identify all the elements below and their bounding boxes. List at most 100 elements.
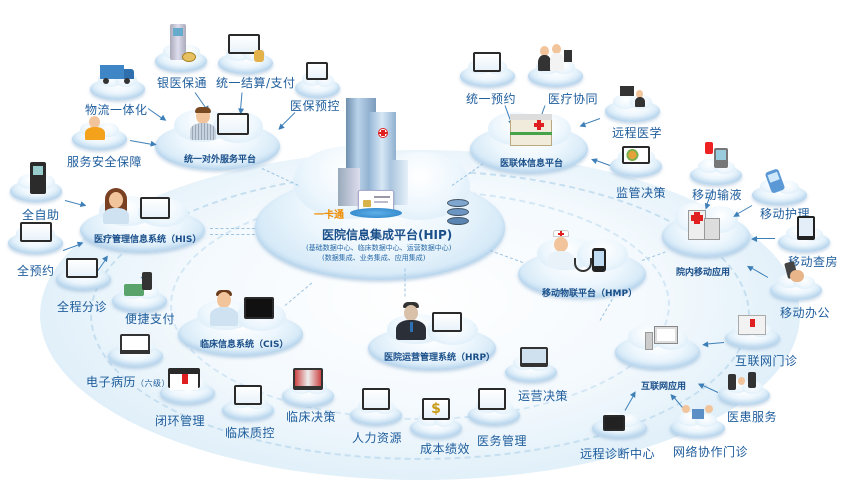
executive-icon: [396, 302, 426, 340]
settlement-cloud: [218, 45, 273, 74]
anatomy-monitor-icon: [244, 297, 274, 319]
arrow-tele-to-alliance: [581, 118, 601, 126]
coins-stack-icon: [254, 50, 264, 62]
kiosk-icon: [30, 162, 46, 194]
clinical-qc-label: 临床质控: [225, 426, 276, 440]
card-label: 一卡通: [314, 210, 344, 221]
atm-icon: [170, 24, 186, 60]
link-his-hip-2: [210, 234, 255, 235]
hrp-monitor-icon: [432, 312, 462, 332]
remote-diagnosis-label: 远程诊断中心: [580, 447, 656, 461]
infusion-pda-icon: [705, 142, 729, 172]
logistics-label: 物流一体化: [85, 103, 148, 117]
hmp-hub-label: 移动物联平台（HMP）: [542, 289, 638, 299]
smartphone-icon: [592, 248, 606, 272]
doctors-collab-icon: [538, 44, 572, 72]
insurance-control-label: 医保预控: [290, 99, 341, 113]
link-hrp-hip: [404, 268, 406, 297]
patient-avatar-icon: [190, 107, 216, 140]
pie-chart-monitor-icon: [622, 146, 650, 164]
hip-subtitle-line2: (数据集成、业务集成、应用集成): [322, 254, 426, 262]
hrp-hub-label: 医院运营管理系统（HRP）: [384, 353, 496, 363]
self-service-label: 全自助: [22, 208, 60, 222]
coin-icon: [182, 52, 196, 62]
hospital-building-icon: [338, 98, 408, 208]
service-security-label: 服务安全保障: [67, 155, 143, 169]
closed-loop-label: 闭环管理: [155, 414, 206, 428]
truck-icon: [100, 65, 136, 84]
human-resources-label: 人力资源: [352, 431, 403, 445]
arrow-selfservice-to-his: [64, 200, 85, 207]
alliance-hub-label: 医联体信息平台: [500, 159, 564, 169]
cis-hub-cloud: [178, 299, 303, 356]
hip-subtitle-line1: (基础数据中心、临床数据中心、运营数据中心): [306, 244, 452, 252]
cost-cloud: [410, 412, 462, 438]
phones-doctor-icon: [728, 372, 758, 394]
arrow-rounds-to-mobile: [753, 238, 775, 239]
unified-settlement-label: 统一结算/支付: [216, 76, 296, 90]
medical-affairs-monitor-icon: [478, 388, 506, 410]
clinic-building-icon: [510, 112, 552, 146]
internet-clinic-label: 互联网门诊: [735, 354, 798, 368]
male-doctor-icon: [210, 290, 238, 326]
bank-medical-label: 银医保通: [157, 76, 208, 90]
insurance-cloud: [295, 72, 340, 98]
tele-medicine-icon: [620, 86, 648, 108]
card-platter-icon: [350, 208, 402, 218]
arrow-security-to-external: [129, 140, 155, 146]
medical-collab-label: 医疗协同: [548, 92, 599, 106]
desktop-pc-icon: [645, 326, 679, 354]
qc-monitor-icon: [234, 385, 262, 405]
database-icon: [447, 199, 469, 227]
nurse-icon: [548, 230, 574, 268]
chart-monitor-icon: [228, 34, 260, 54]
arrow-settlement-to-external: [239, 92, 243, 113]
decision-laptop-icon: [293, 368, 323, 390]
supervision-decision-label: 监管决策: [616, 186, 667, 200]
tele-medicine-label: 远程医学: [612, 126, 663, 140]
external-hub-label: 统一对外服务平台: [184, 155, 257, 165]
triage-monitor-icon: [66, 258, 98, 278]
booking-screen-icon: [20, 222, 52, 242]
internet-hub-label: 互联网应用: [641, 382, 687, 392]
mobile-rounds-label: 移动查房: [788, 255, 839, 269]
stethoscope-icon: [574, 258, 592, 272]
insurance-monitor-icon: [306, 62, 328, 80]
medical-affairs-label: 医务管理: [477, 434, 528, 448]
laptop-icon: [120, 334, 150, 354]
his-hub-label: 医疗管理信息系统（HIS）: [94, 235, 202, 245]
link-his-hip: [210, 228, 255, 229]
arrow-logistics-to-external: [147, 108, 165, 121]
cost-performance-label: 成本绩效: [420, 442, 471, 456]
clinical-decision-label: 临床决策: [286, 410, 337, 424]
arrow-nursing-to-mobile: [734, 205, 753, 216]
hip-title: 医院信息集成平台(HIP): [322, 228, 453, 242]
unified-booking-label: 统一预约: [466, 92, 517, 106]
booking-monitor-icon: [473, 52, 501, 72]
tablet-icon: [797, 216, 815, 240]
dollar-monitor-icon: $: [422, 398, 450, 420]
monitor-icon: [217, 113, 249, 135]
hr-monitor-icon: [362, 388, 390, 410]
ops-laptop-icon: [520, 347, 548, 367]
ops-decision-label: 运营决策: [518, 389, 569, 403]
collab-team-icon: [680, 405, 714, 423]
ecg-monitor-icon: [603, 415, 625, 431]
card-phone-icon: [124, 272, 154, 298]
emr-text: 电子病历: [86, 375, 137, 389]
tele-medicine-cloud: [605, 93, 660, 122]
emr-label: 电子病历（六级）: [86, 373, 170, 390]
his-monitor-icon: [140, 197, 170, 219]
hand-phone-icon: [784, 260, 804, 284]
hrp-hub-cloud: [368, 313, 496, 370]
arrow-insurance-to-external: [279, 112, 296, 129]
patient-service-label: 医患服务: [727, 410, 778, 424]
quick-pay-label: 便捷支付: [125, 312, 176, 326]
security-staff-icon: [85, 116, 105, 140]
network-clinic-label: 网络协作门诊: [673, 445, 749, 459]
arrow-supervision-to-alliance: [592, 158, 611, 166]
cis-hub-label: 临床信息系统（CIS）: [200, 340, 289, 350]
full-triage-label: 全程分诊: [57, 300, 108, 314]
hospital-cross-building-icon: [688, 210, 720, 240]
